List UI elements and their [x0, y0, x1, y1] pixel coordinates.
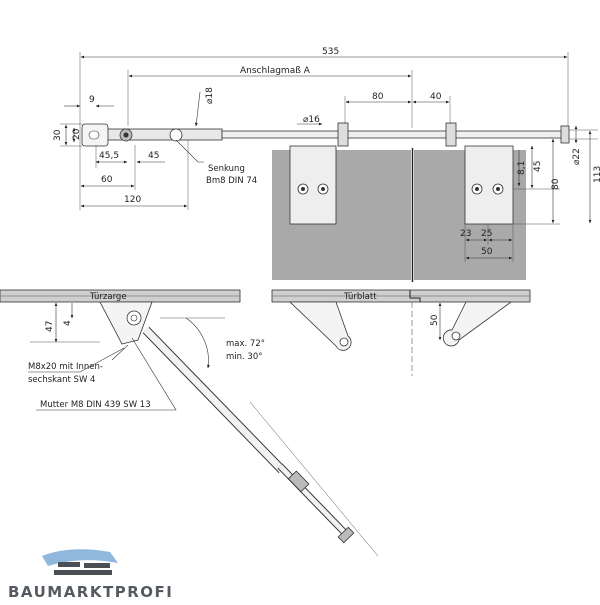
- label-countersink-line2: Bm8 DIN 74: [206, 176, 257, 186]
- dim-height-8-1: 8,1: [517, 161, 527, 175]
- arm-axis-line: [249, 401, 379, 557]
- rod-clamp: [445, 122, 457, 147]
- dim-offset-45: 45: [148, 151, 159, 161]
- dim-height-80: 80: [551, 178, 561, 190]
- dim-spacing-40: 40: [430, 92, 442, 102]
- label-nut: Mutter M8 DIN 439 SW 13: [40, 400, 151, 410]
- dim-dia-16: ⌀16: [303, 115, 320, 125]
- dim-height-47: 47: [45, 321, 55, 332]
- dim-offset-45-5: 45,5: [99, 151, 119, 161]
- dim-dia-18: ⌀18: [205, 87, 215, 104]
- dim-height-30: 30: [53, 129, 63, 141]
- stay-arm: [99, 301, 355, 544]
- dim-height-45: 45: [533, 161, 543, 172]
- dim-stop-dimension: Anschlagmaß A: [240, 66, 311, 76]
- stay-rod: [221, 130, 568, 139]
- dim-dia-22: ⌀22: [572, 148, 582, 165]
- label-screw-line2: sechskant SW 4: [28, 375, 95, 385]
- dim-height-113: 113: [593, 166, 600, 183]
- dim-height-20: 20: [72, 128, 82, 140]
- label-angle-min: min. 30°: [226, 352, 263, 362]
- logo-text: BAUMARKTPROFI: [8, 583, 173, 600]
- rod-end-stop: [560, 125, 570, 144]
- label-countersink-line1: Senkung: [208, 164, 245, 174]
- dim-overall-length: 535: [322, 47, 339, 57]
- leaf-bracket-side-left: [289, 301, 352, 351]
- label-screw-line1: M8x20 mit Innen-: [28, 362, 103, 372]
- dim-height-50: 50: [430, 314, 440, 326]
- rod-clamp: [337, 122, 349, 147]
- logo-swoosh-icon: [42, 549, 118, 566]
- dim-height-4: 4: [63, 320, 73, 326]
- leaf-bracket: [464, 145, 514, 225]
- brand-logo: BAUMARKTPROFI: [8, 549, 173, 601]
- dim-width-23: 23: [460, 229, 471, 239]
- dim-offset-9: 9: [89, 95, 95, 105]
- label-door-frame: Türzarge: [89, 292, 127, 302]
- dim-offset-60: 60: [101, 175, 113, 185]
- frame-bracket: [289, 145, 337, 225]
- stay-tube: [91, 128, 223, 141]
- label-angle-max: max. 72°: [226, 339, 265, 349]
- dim-offset-120: 120: [124, 195, 141, 205]
- dim-width-25: 25: [481, 229, 492, 239]
- label-door-leaf: Türblatt: [343, 292, 377, 302]
- dim-spacing-80: 80: [372, 92, 384, 102]
- angle-arc: [185, 317, 210, 369]
- countersink-hole: [169, 128, 183, 142]
- dim-width-50: 50: [481, 247, 493, 257]
